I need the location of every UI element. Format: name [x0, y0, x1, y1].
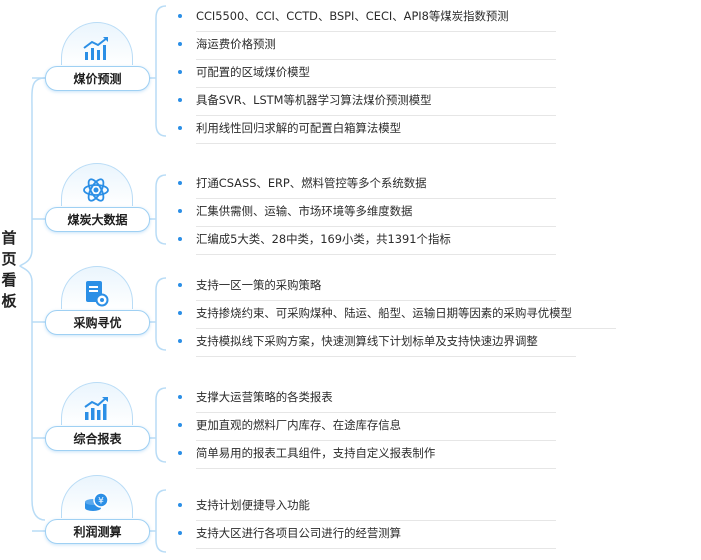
category-label[interactable]: 利润测算 [45, 519, 150, 544]
bullet-dot [178, 181, 182, 185]
item-text: 简单易用的报表工具组件，支持自定义报表制作 [196, 446, 436, 460]
bullet-dot [178, 311, 182, 315]
atom-icon [79, 173, 113, 207]
bullet-dot [178, 237, 182, 241]
bullet-dot [178, 423, 182, 427]
group-bracket [155, 387, 167, 463]
category-comprehensive-reports: 综合报表 [45, 382, 150, 472]
category-label[interactable]: 煤价预测 [45, 66, 150, 91]
item-text: 支持计划便捷导入功能 [196, 498, 310, 512]
list-item: 打通CSASS、ERP、燃料管控等多个系统数据 [178, 173, 556, 199]
category-profit-calculation: ¥ 利润测算 [45, 475, 150, 560]
bullet-dot [178, 126, 182, 130]
item-text: 汇编成5大类、28中类，169小类，共1391个指标 [196, 232, 451, 246]
item-text: CCI5500、CCI、CCTD、BSPI、CECI、API8等煤炭指数预测 [196, 9, 509, 23]
item-text: 打通CSASS、ERP、燃料管控等多个系统数据 [196, 176, 427, 190]
group-bracket [155, 277, 167, 351]
coin-stack-icon: ¥ [79, 485, 113, 519]
bar-chart-icon [79, 392, 113, 426]
category-label[interactable]: 综合报表 [45, 426, 150, 451]
category-coal-big-data: 煤炭大数据 [45, 163, 150, 253]
list-item: 汇集供需侧、运输、市场环境等多维度数据 [178, 201, 556, 227]
svg-text:¥: ¥ [98, 497, 104, 507]
category-label[interactable]: 采购寻优 [45, 310, 150, 335]
list-item: 汇编成5大类、28中类，169小类，共1391个指标 [178, 229, 556, 255]
item-text: 支撑大运营策略的各类报表 [196, 390, 333, 404]
item-text: 支持大区进行各项目公司进行的经营测算 [196, 526, 402, 540]
list-item: 具备SVR、LSTM等机器学习算法煤价预测模型 [178, 90, 556, 116]
bullet-dot [178, 98, 182, 102]
item-text: 可配置的区域煤价模型 [196, 65, 310, 79]
group-bracket [155, 5, 167, 137]
main-spine [18, 77, 46, 521]
bullet-dot [178, 14, 182, 18]
item-text: 具备SVR、LSTM等机器学习算法煤价预测模型 [196, 93, 432, 107]
category-procurement-optimization: 采购寻优 [45, 266, 150, 356]
list-item: CCI5500、CCI、CCTD、BSPI、CECI、API8等煤炭指数预测 [178, 6, 556, 32]
bullet-dot [178, 531, 182, 535]
bullet-dot [178, 70, 182, 74]
document-gear-icon [79, 276, 113, 310]
item-text: 汇集供需侧、运输、市场环境等多维度数据 [196, 204, 413, 218]
list-item: 简单易用的报表工具组件，支持自定义报表制作 [178, 443, 556, 469]
item-text: 支持一区一策的采购策略 [196, 278, 322, 292]
item-text: 海运费价格预测 [196, 37, 276, 51]
list-item: 利用线性回归求解的可配置白箱算法模型 [178, 118, 556, 144]
list-item: 支撑大运营策略的各类报表 [178, 387, 556, 413]
item-text: 支持掺烧约束、可采购煤种、陆运、船型、运输日期等因素的采购寻优模型 [196, 306, 572, 320]
list-item: 海运费价格预测 [178, 34, 556, 60]
bullet-dot [178, 339, 182, 343]
category-label[interactable]: 煤炭大数据 [45, 207, 150, 232]
item-text: 更加直观的燃料厂内库存、在途库存信息 [196, 418, 402, 432]
list-item: 更加直观的燃料厂内库存、在途库存信息 [178, 415, 556, 441]
group-bracket [155, 489, 167, 553]
list-item: 支持模拟线下采购方案，快速测算线下计划标单及支持快速边界调整 [178, 331, 576, 357]
bullet-dot [178, 209, 182, 213]
list-item: 支持计划便捷导入功能 [178, 495, 556, 521]
bullet-dot [178, 395, 182, 399]
category-coal-price-forecast: 煤价预测 [45, 22, 150, 112]
trend-chart-icon [79, 32, 113, 66]
bullet-dot [178, 503, 182, 507]
bullet-dot [178, 42, 182, 46]
list-item: 支持掺烧约束、可采购煤种、陆运、船型、运输日期等因素的采购寻优模型 [178, 303, 616, 329]
group-bracket [155, 174, 167, 245]
root-title: 首页看板 [1, 229, 17, 310]
bullet-dot [178, 451, 182, 455]
item-text: 支持模拟线下采购方案，快速测算线下计划标单及支持快速边界调整 [196, 334, 538, 348]
list-item: 可配置的区域煤价模型 [178, 62, 556, 88]
bullet-dot [178, 283, 182, 287]
list-item: 支持一区一策的采购策略 [178, 275, 556, 301]
item-text: 利用线性回归求解的可配置白箱算法模型 [196, 121, 402, 135]
list-item: 支持大区进行各项目公司进行的经营测算 [178, 523, 556, 549]
